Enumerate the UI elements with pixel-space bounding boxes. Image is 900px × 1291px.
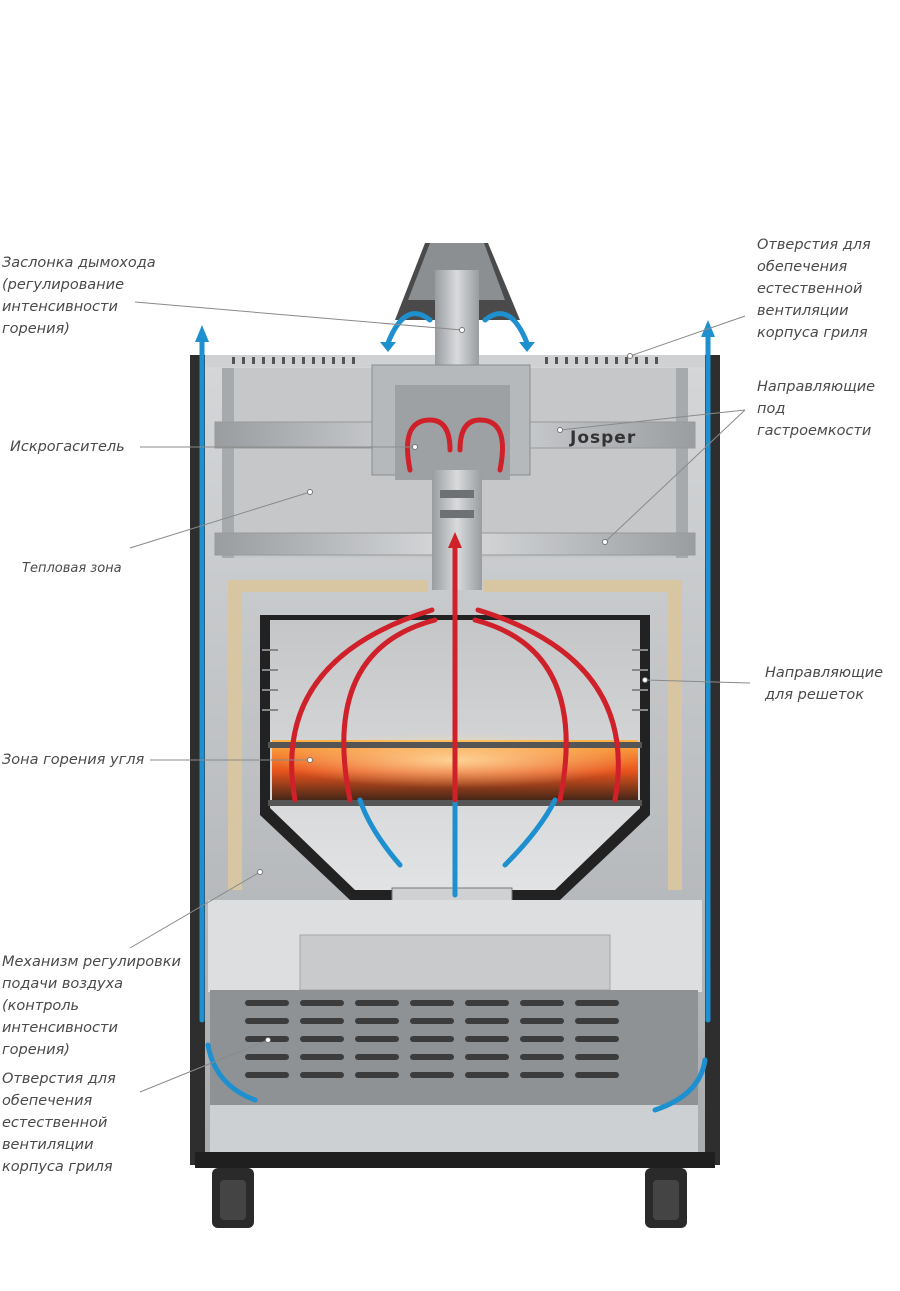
- label-vent-bottom: Отверстия для обепечения естественной ве…: [2, 1071, 116, 1175]
- brand-logo: Josper: [570, 428, 637, 448]
- label-gastro-guides: Направляющие под гастроемкости: [757, 379, 876, 439]
- label-coal-zone: Зона горения угля: [2, 752, 145, 768]
- label-vent-top: Отверстия для обепечения естественной ве…: [757, 237, 871, 341]
- top-vent-slots: [232, 357, 658, 364]
- label-grate-guides: Направляющие для решеток: [765, 665, 884, 703]
- cold-air-flow: [195, 311, 715, 1113]
- label-air-mechanism: Механизм регулировки подачи воздуха (кон…: [2, 954, 181, 1058]
- leader-dots: [257, 327, 648, 1043]
- bottom-vent-louvers: [245, 1000, 619, 1078]
- lower-cabinet: [208, 900, 702, 1153]
- base-wheels: [195, 1152, 715, 1228]
- insulation: [228, 580, 682, 890]
- label-chimney-damper: Заслонка дымохода (регулирование интенси…: [2, 255, 156, 337]
- hot-air-flow: [289, 417, 621, 803]
- label-spark-arrester: Искрогаситель: [10, 439, 125, 455]
- label-heat-zone: Тепловая зона: [22, 561, 122, 576]
- leader-lines: [129, 301, 751, 1093]
